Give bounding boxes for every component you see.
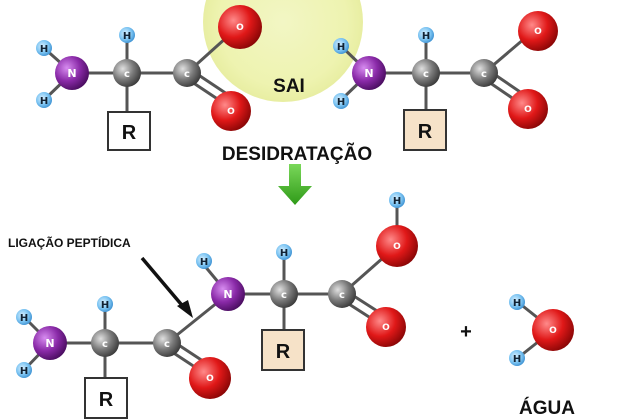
dipeptide: H H H H H H N c c O N c c O O R R — [16, 192, 418, 419]
carbon-label: c — [281, 290, 287, 301]
hydrogen-label: H — [20, 366, 28, 377]
hydrogen-atom — [36, 92, 52, 108]
r-group-label: R — [122, 122, 137, 144]
hydrogen-atom — [16, 309, 32, 325]
oxygen-label: O — [382, 323, 390, 333]
sai-label: SAI — [273, 76, 305, 97]
hydrogen-label: H — [337, 97, 345, 108]
carboxyl-carbon-atom — [470, 59, 498, 87]
oxygen-atom-leaving — [218, 5, 262, 49]
hydrogen-atom — [119, 27, 135, 43]
carbon-label: c — [164, 339, 170, 350]
r-group-label: R — [99, 389, 114, 411]
hydrogen-atom — [333, 93, 349, 109]
r-group-box — [403, 109, 447, 151]
oxygen-atom — [376, 225, 418, 267]
hydrogen-atom — [276, 244, 292, 260]
alpha-carbon-atom — [91, 329, 119, 357]
oxygen-atom — [189, 357, 231, 399]
reaction-arrow — [278, 164, 312, 205]
hydrogen-atom — [16, 362, 32, 378]
alpha-carbon-atom — [412, 59, 440, 87]
hydrogen-atom — [333, 38, 349, 54]
agua-label: ÁGUA — [519, 397, 575, 419]
oxygen-label: O — [206, 374, 214, 384]
carbon-label: c — [339, 290, 345, 301]
desidratacao-label: DESIDRATAÇÃO — [222, 143, 372, 165]
oxygen-atom — [508, 89, 548, 129]
peptide-bond-label: LIGAÇÃO PEPTÍDICA — [8, 235, 131, 250]
r-group-box — [107, 111, 151, 151]
nitrogen-label: N — [45, 337, 54, 350]
oxygen-atom — [366, 307, 406, 347]
carbon-label: c — [124, 69, 130, 80]
carbon-label: c — [423, 69, 429, 80]
carbon-label: c — [184, 69, 190, 80]
hydrogen-label: H — [200, 257, 208, 268]
nitrogen-atom — [352, 56, 386, 90]
carbon-label: c — [481, 69, 487, 80]
alpha-carbon-atom — [113, 59, 141, 87]
hydrogen-atom — [97, 296, 113, 312]
hydrogen-label: H — [40, 96, 48, 107]
nitrogen-label: N — [364, 67, 373, 80]
water-molecule: H H O — [509, 294, 574, 366]
hydrogen-label: H — [513, 298, 521, 309]
hydrogen-label: H — [337, 42, 345, 53]
nitrogen-atom — [55, 56, 89, 90]
nitrogen-label: N — [223, 288, 232, 301]
hydrogen-atom — [509, 294, 525, 310]
hydrogen-atom — [418, 27, 434, 43]
hydrogen-label: H — [393, 196, 401, 207]
alpha-carbon-atom — [270, 280, 298, 308]
oxygen-label: O — [549, 326, 557, 336]
oxygen-atom — [532, 309, 574, 351]
amino-acid-1: H H H N c c O O R — [36, 5, 262, 151]
r-group-box — [261, 329, 305, 371]
oxygen-atom — [211, 91, 251, 131]
plus-sign: + — [460, 321, 472, 343]
hydrogen-label: H — [513, 354, 521, 365]
peptide-nitrogen-atom — [211, 277, 245, 311]
r-group-label: R — [276, 341, 291, 363]
hydrogen-label: H — [123, 31, 131, 42]
carbonyl-carbon-atom — [153, 329, 181, 357]
carboxyl-carbon-atom — [328, 280, 356, 308]
hydrogen-atom — [509, 350, 525, 366]
oxygen-label: O — [236, 23, 244, 33]
oxygen-atom — [518, 11, 558, 51]
nitrogen-label: N — [67, 67, 76, 80]
r-group-box — [84, 377, 128, 419]
peptide-bond-pointer — [140, 256, 193, 318]
nitrogen-atom — [33, 326, 67, 360]
hydrogen-label: H — [280, 248, 288, 259]
hydrogen-label: H — [40, 44, 48, 55]
hydrogen-label: H — [101, 300, 109, 311]
carboxyl-carbon-atom — [173, 59, 201, 87]
hydrogen-label: H — [20, 313, 28, 324]
hydrogen-label: H — [422, 31, 430, 42]
hydrogen-atom — [196, 253, 212, 269]
carbon-label: c — [102, 339, 108, 350]
r-group-label: R — [418, 121, 433, 143]
oxygen-label: O — [227, 107, 235, 117]
oxygen-label: O — [393, 242, 401, 252]
amino-acid-2: H H H N c c O O R — [333, 11, 558, 151]
hydrogen-atom — [389, 192, 405, 208]
oxygen-label: O — [534, 27, 542, 37]
oxygen-label: O — [524, 105, 532, 115]
hydrogen-atom — [36, 40, 52, 56]
